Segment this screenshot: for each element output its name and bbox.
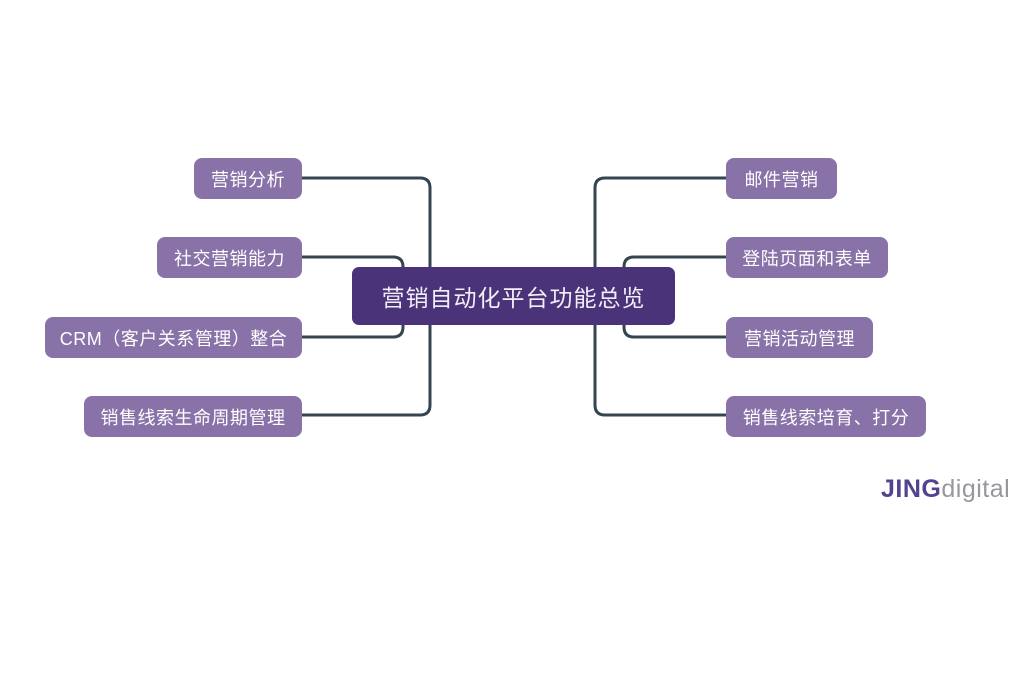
node-crm-integration: CRM（客户关系管理）整合 [45, 317, 302, 358]
node-marketing-analytics: 营销分析 [194, 158, 302, 199]
brand-logo: JING digital [881, 475, 1010, 504]
node-social-marketing: 社交营销能力 [157, 237, 302, 278]
node-landing-pages-forms: 登陆页面和表单 [726, 237, 888, 278]
node-campaign-management: 营销活动管理 [726, 317, 873, 358]
brand-logo-jing: JING [881, 475, 942, 503]
brand-logo-digital: digital [941, 475, 1011, 503]
node-lead-lifecycle-management: 销售线索生命周期管理 [84, 396, 302, 437]
node-lead-nurturing-scoring: 销售线索培育、打分 [726, 396, 926, 437]
node-center-platform-overview: 营销自动化平台功能总览 [352, 267, 675, 325]
node-email-marketing: 邮件营销 [726, 158, 837, 199]
